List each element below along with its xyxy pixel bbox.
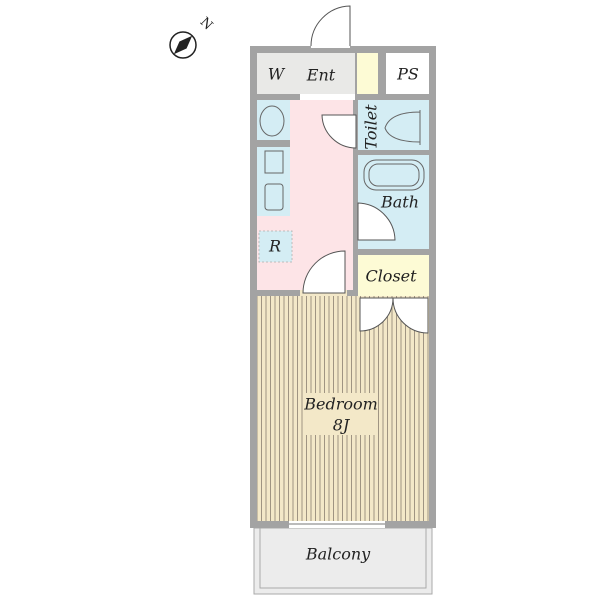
entrance-area — [257, 53, 355, 94]
toilet-door[interactable] — [321, 114, 357, 149]
bedroom-size: 8J — [332, 415, 350, 435]
refrigerator-space — [258, 230, 293, 263]
balcony-label: Balcony — [305, 544, 371, 564]
closet — [358, 255, 429, 296]
bedroom-door[interactable] — [302, 250, 346, 294]
toilet-label: Toilet — [361, 104, 381, 150]
bath-label: Bath — [380, 192, 420, 212]
compass-icon — [169, 31, 197, 59]
bath-door[interactable] — [357, 202, 396, 241]
bedroom-label: Bedroom — [304, 394, 378, 414]
balcony-window[interactable] — [289, 521, 385, 528]
refrigerator-label: R — [268, 236, 282, 256]
kitchen-counter — [257, 147, 290, 216]
entrance-door[interactable] — [310, 5, 351, 48]
pipe-space-label: PS — [397, 64, 419, 84]
washer-label: W — [267, 64, 285, 84]
shoe-cabinet — [357, 53, 378, 94]
pipe-space — [386, 53, 429, 94]
washbasin — [257, 100, 290, 140]
closet-doors[interactable] — [359, 297, 429, 334]
closet-label: Closet — [365, 266, 417, 286]
entrance-label: Ent — [306, 65, 336, 85]
